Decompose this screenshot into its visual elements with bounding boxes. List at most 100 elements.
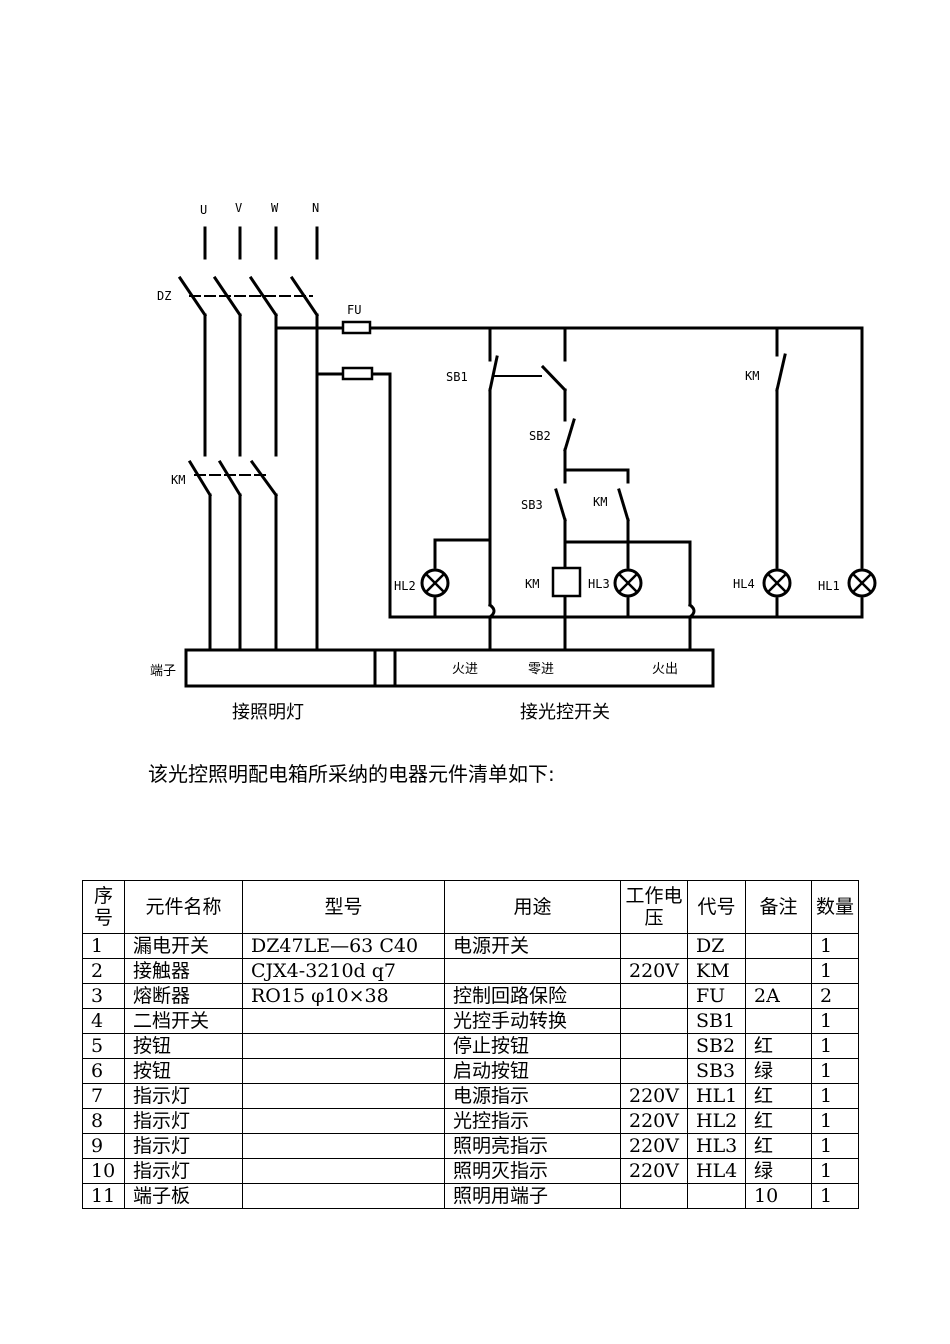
cell-model: RO15 φ10×38 xyxy=(242,983,445,1009)
fire-out-label: 火出 xyxy=(652,662,678,677)
cell-code xyxy=(687,1183,746,1209)
cell-index: 2 xyxy=(82,958,125,984)
cell-remark: 2A xyxy=(745,983,812,1009)
hl2-label: HL2 xyxy=(394,579,416,593)
cell-model xyxy=(242,1083,445,1109)
km-right-label: KM xyxy=(745,369,759,383)
cell-name: 指示灯 xyxy=(124,1108,243,1134)
cell-name: 按钮 xyxy=(124,1033,243,1059)
cell-voltage xyxy=(620,1008,688,1034)
cell-purpose xyxy=(444,958,621,984)
cell-index: 1 xyxy=(82,933,125,959)
cell-name: 指示灯 xyxy=(124,1083,243,1109)
cell-name: 二档开关 xyxy=(124,1008,243,1034)
cell-voltage: 220V xyxy=(620,1133,688,1159)
cell-quantity: 1 xyxy=(811,958,859,984)
cell-code: SB1 xyxy=(687,1008,746,1034)
cell-remark: 绿 xyxy=(745,1158,812,1184)
cell-model xyxy=(242,1058,445,1084)
hl1-label: HL1 xyxy=(818,579,840,593)
connect-switch-label: 接光控开关 xyxy=(520,702,610,723)
cell-model xyxy=(242,1108,445,1134)
cell-purpose: 控制回路保险 xyxy=(444,983,621,1009)
intro-text: 该光控照明配电箱所采纳的电器元件清单如下: xyxy=(148,762,555,786)
cell-purpose: 光控指示 xyxy=(444,1108,621,1134)
cell-model xyxy=(242,1158,445,1184)
cell-purpose: 电源指示 xyxy=(444,1083,621,1109)
cell-code: FU xyxy=(687,983,746,1009)
header-code: 代号 xyxy=(687,880,746,934)
cell-index: 3 xyxy=(82,983,125,1009)
cell-index: 11 xyxy=(82,1183,125,1209)
cell-code: DZ xyxy=(687,933,746,959)
cell-remark xyxy=(745,933,812,959)
header-quantity: 数量 xyxy=(811,880,859,934)
header-remark: 备注 xyxy=(745,880,812,934)
cell-index: 8 xyxy=(82,1108,125,1134)
cell-voltage xyxy=(620,933,688,959)
cell-code: HL3 xyxy=(687,1133,746,1159)
cell-model: CJX4-3210d q7 xyxy=(242,958,445,984)
cell-quantity: 1 xyxy=(811,1008,859,1034)
cell-quantity: 1 xyxy=(811,933,859,959)
header-model: 型号 xyxy=(242,880,445,934)
cell-code: HL4 xyxy=(687,1158,746,1184)
cell-remark: 红 xyxy=(745,1108,812,1134)
cell-quantity: 1 xyxy=(811,1033,859,1059)
table-header-row: 序号 元件名称 型号 用途 工作电压 代号 备注 数量 xyxy=(82,880,859,934)
cell-quantity: 1 xyxy=(811,1058,859,1084)
cell-code: SB3 xyxy=(687,1058,746,1084)
cell-quantity: 1 xyxy=(811,1108,859,1134)
cell-remark xyxy=(745,1008,812,1034)
cell-remark: 红 xyxy=(745,1033,812,1059)
hl3-label: HL3 xyxy=(588,577,610,591)
cell-voltage: 220V xyxy=(620,1158,688,1184)
cell-code: HL1 xyxy=(687,1083,746,1109)
cell-model xyxy=(242,1008,445,1034)
terminal-label: 端子 xyxy=(150,664,176,679)
cell-purpose: 停止按钮 xyxy=(444,1033,621,1059)
cell-index: 10 xyxy=(82,1158,125,1184)
cell-voltage xyxy=(620,1183,688,1209)
header-index: 序号 xyxy=(82,880,125,934)
cell-quantity: 2 xyxy=(811,983,859,1009)
cell-purpose: 电源开关 xyxy=(444,933,621,959)
cell-quantity: 1 xyxy=(811,1158,859,1184)
fire-in-label: 火进 xyxy=(452,662,478,677)
cell-model xyxy=(242,1183,445,1209)
km-main-label: KM xyxy=(171,473,185,487)
cell-name: 漏电开关 xyxy=(124,933,243,959)
cell-purpose: 照明亮指示 xyxy=(444,1133,621,1159)
cell-code: SB2 xyxy=(687,1033,746,1059)
cell-code: HL2 xyxy=(687,1108,746,1134)
phase-label-v: V xyxy=(235,201,242,215)
fu-label: FU xyxy=(347,303,361,317)
cell-quantity: 1 xyxy=(811,1183,859,1209)
phase-label-n: N xyxy=(312,201,319,215)
circuit-diagram: U V W N DZ FU KM SB1 SB2 SB3 KM KM HL2 K… xyxy=(150,201,877,723)
cell-voltage: 220V xyxy=(620,1083,688,1109)
cell-name: 按钮 xyxy=(124,1058,243,1084)
cell-remark xyxy=(745,958,812,984)
header-voltage: 工作电压 xyxy=(620,880,688,934)
cell-remark: 红 xyxy=(745,1133,812,1159)
cell-voltage: 220V xyxy=(620,958,688,984)
cell-index: 7 xyxy=(82,1083,125,1109)
cell-voltage xyxy=(620,983,688,1009)
cell-quantity: 1 xyxy=(811,1083,859,1109)
cell-index: 4 xyxy=(82,1008,125,1034)
cell-voltage xyxy=(620,1058,688,1084)
cell-quantity: 1 xyxy=(811,1133,859,1159)
cell-index: 5 xyxy=(82,1033,125,1059)
cell-model xyxy=(242,1033,445,1059)
